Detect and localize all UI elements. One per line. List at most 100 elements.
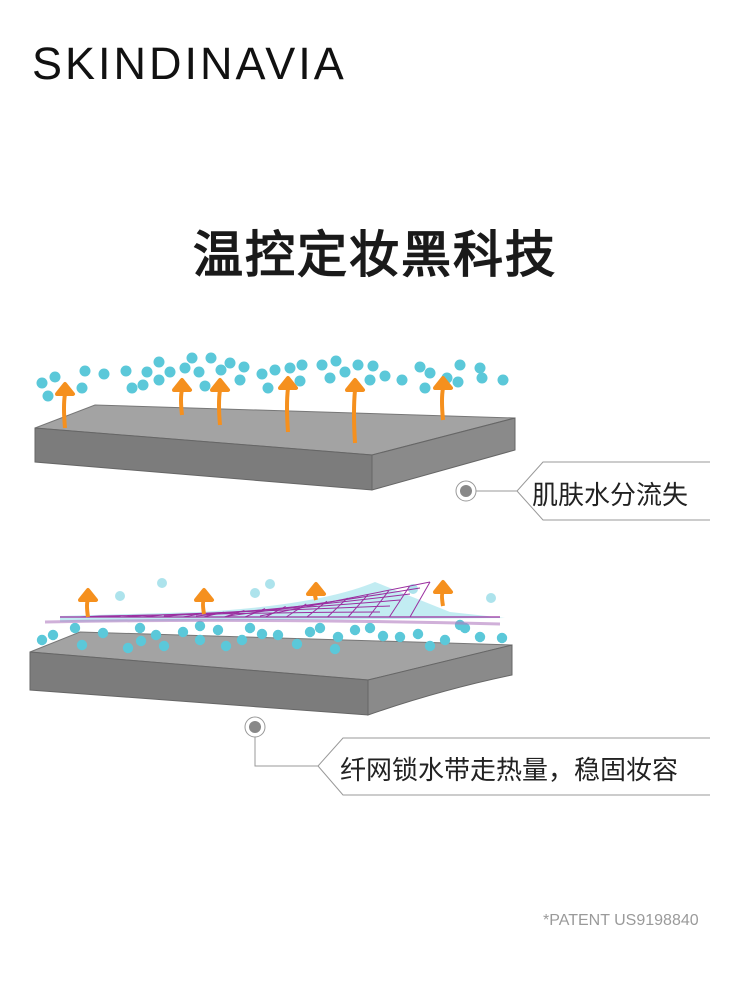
droplet [42, 390, 54, 402]
droplet [199, 380, 211, 392]
droplet [296, 359, 308, 371]
droplet [424, 367, 436, 379]
droplet [269, 364, 281, 376]
droplet [294, 375, 306, 387]
droplet [439, 634, 451, 646]
heat-arrow-icon [345, 378, 365, 444]
droplet [349, 624, 361, 636]
droplet [394, 631, 406, 643]
water-droplets-2 [36, 578, 508, 655]
droplet [193, 366, 205, 378]
droplet [367, 360, 379, 372]
heat-arrow-icon [55, 382, 75, 429]
droplet [150, 629, 162, 641]
droplet [412, 628, 424, 640]
heat-arrow-icon [278, 376, 298, 433]
droplet [396, 374, 408, 386]
droplet [284, 362, 296, 374]
droplet [69, 622, 81, 634]
droplet [186, 352, 198, 364]
droplet [377, 630, 389, 642]
droplet [265, 579, 275, 589]
droplet [329, 643, 341, 655]
droplet [262, 382, 274, 394]
droplet [135, 635, 147, 647]
droplet [474, 631, 486, 643]
droplet [364, 622, 376, 634]
droplet [238, 361, 250, 373]
skin-slab-2 [29, 631, 513, 716]
droplet [134, 622, 146, 634]
droplet [205, 352, 217, 364]
droplet [452, 376, 464, 388]
callout-connector-2 [244, 716, 710, 796]
droplet [36, 377, 48, 389]
droplet [220, 640, 232, 652]
droplet [364, 374, 376, 386]
headline: 温控定妆黑科技 [193, 226, 557, 284]
droplet [115, 591, 125, 601]
droplet [314, 622, 326, 634]
brand-logo: SKINDINAVIA [32, 38, 347, 89]
droplet [316, 359, 328, 371]
heat-arrows-1 [55, 376, 453, 444]
droplet [414, 361, 426, 373]
droplet [497, 374, 509, 386]
droplet [272, 629, 284, 641]
droplet [486, 593, 496, 603]
droplet [454, 359, 466, 371]
droplet [236, 634, 248, 646]
heat-arrow-icon [78, 588, 98, 618]
droplet [194, 634, 206, 646]
heat-arrow-icon [194, 588, 214, 615]
droplet [79, 365, 91, 377]
droplet [256, 368, 268, 380]
droplet [76, 382, 88, 394]
droplet [304, 626, 316, 638]
skin-slab-1 [34, 404, 516, 491]
droplet [419, 382, 431, 394]
callout-fiber-mesh: 纤网锁水带走热量，稳固妆容 [340, 756, 679, 786]
heat-arrows-2 [78, 580, 453, 618]
heat-arrow-icon [172, 378, 192, 416]
droplet [256, 628, 268, 640]
droplet [212, 624, 224, 636]
droplet [122, 642, 134, 654]
water-droplets-1 [36, 352, 509, 402]
droplet [476, 372, 488, 384]
droplet [126, 382, 138, 394]
droplet [496, 632, 508, 644]
droplet [424, 640, 436, 652]
fiber-mesh [44, 581, 505, 626]
droplet [194, 620, 206, 632]
droplet [157, 578, 167, 588]
droplet [215, 364, 227, 376]
droplet [36, 634, 48, 646]
callout-moisture-loss: 肌肤水分流失 [532, 481, 689, 511]
heat-arrow-icon [433, 580, 453, 607]
droplet [324, 372, 336, 384]
heat-arrow-icon [433, 376, 453, 421]
droplet [352, 359, 364, 371]
heat-arrow-icon [306, 582, 326, 601]
droplet [332, 631, 344, 643]
heat-arrow-icon [210, 378, 230, 426]
droplet [120, 365, 132, 377]
droplet [76, 639, 88, 651]
droplet [250, 588, 260, 598]
droplet [164, 366, 176, 378]
droplet [339, 366, 351, 378]
droplet [454, 619, 466, 631]
droplet [137, 379, 149, 391]
droplet [179, 362, 191, 374]
droplet [158, 640, 170, 652]
droplet [379, 370, 391, 382]
droplet [97, 627, 109, 639]
droplet [153, 356, 165, 368]
droplet [234, 374, 246, 386]
droplet [49, 371, 61, 383]
droplet [141, 366, 153, 378]
droplet [153, 374, 165, 386]
droplet [291, 638, 303, 650]
